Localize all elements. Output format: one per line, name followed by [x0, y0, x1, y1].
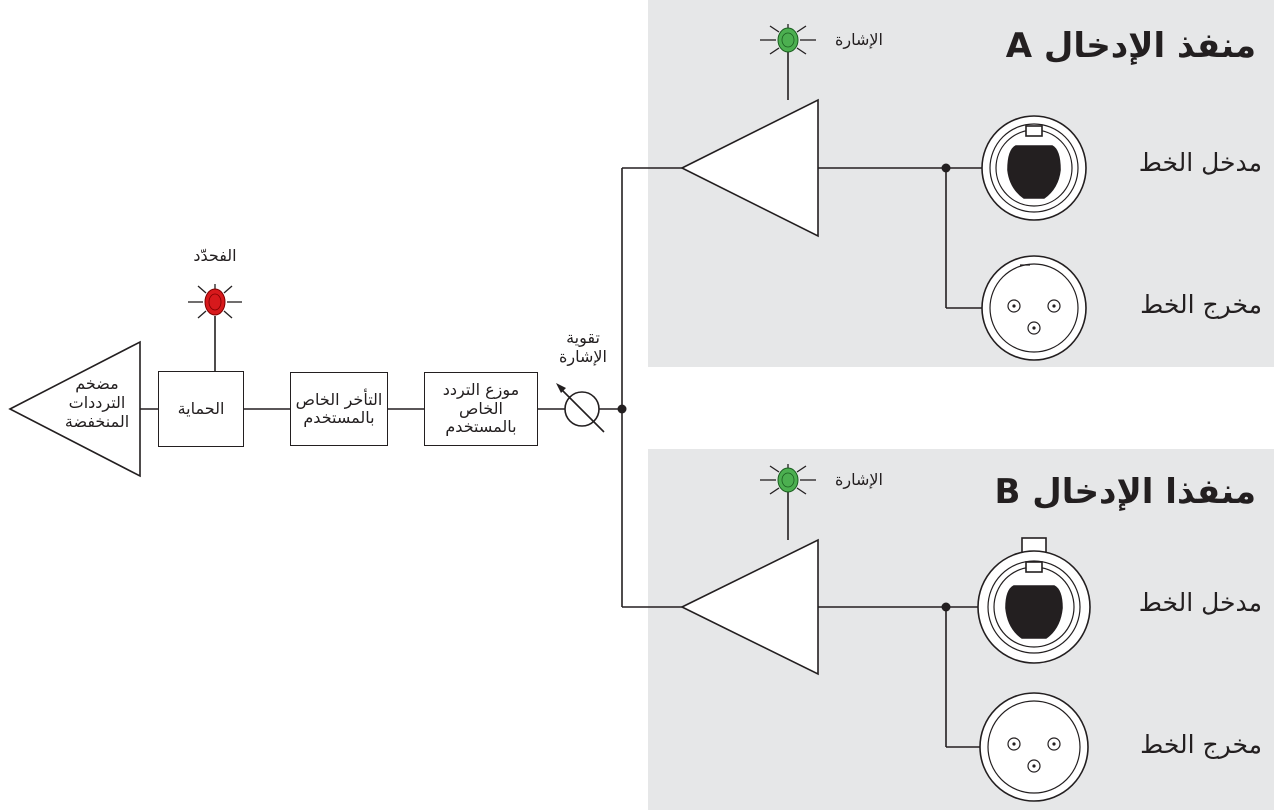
input-b-amplifier-icon — [680, 538, 819, 676]
input-a-title: منفذ الإدخال A — [1005, 26, 1256, 66]
junction-dot — [941, 163, 951, 173]
user-delay-block: التأخر الخاص بالمستخدم — [290, 372, 388, 446]
input-b-signal-label: الإشارة — [835, 470, 883, 489]
protection-block: الحماية — [158, 371, 244, 447]
input-a-line-out-xlr-male-icon — [981, 255, 1087, 361]
input-a-line-out-label: مخرج الخط — [1140, 290, 1262, 319]
input-b-signal-led-icon — [760, 464, 816, 495]
input-b-title: منفذا الإدخال B — [994, 472, 1256, 512]
junction-dot — [941, 602, 951, 612]
input-a-amplifier-icon — [680, 98, 819, 238]
protection-label: الحماية — [177, 398, 225, 418]
input-a-line-in-xlr-female-icon — [981, 115, 1087, 221]
low-freq-amplifier-icon — [8, 340, 141, 478]
gain-knob-icon — [556, 383, 605, 433]
input-b-line-out-xlr-male-icon — [979, 692, 1089, 802]
user-delay-label: التأخر الخاص بالمستخدم — [295, 389, 383, 427]
input-a-signal-label: الإشارة — [835, 30, 883, 49]
limiter-label: الفحدّد — [193, 246, 237, 265]
user-eq-label: موزع التردد الخاص بالمستخدم — [442, 380, 520, 437]
limiter-led-icon — [188, 284, 242, 319]
user-eq-block: موزع التردد الخاص بالمستخدم — [424, 372, 538, 446]
input-b-line-in-label: مدخل الخط — [1138, 588, 1262, 617]
input-b-line-in-xlr-female-icon — [977, 537, 1091, 664]
low-freq-amplifier-label: مضخم الترددات المنخفضة — [64, 374, 130, 432]
gain-label: تقوية الإشارة — [559, 328, 607, 367]
junction-dot — [617, 404, 627, 414]
input-b-line-out-label: مخرج الخط — [1140, 730, 1262, 759]
input-a-line-in-label: مدخل الخط — [1138, 148, 1262, 177]
input-a-signal-led-icon — [760, 24, 816, 55]
